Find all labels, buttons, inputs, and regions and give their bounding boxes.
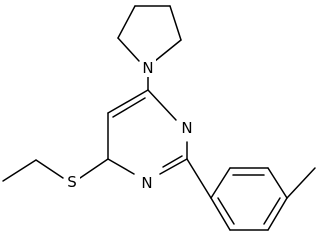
pyrrolidine-ring — [117, 5, 182, 62]
bond — [107, 89, 149, 114]
label-background — [139, 174, 155, 192]
bond-methyl — [286, 167, 316, 199]
bond — [79, 158, 109, 179]
bond — [117, 5, 136, 39]
bond — [169, 5, 182, 41]
bond-pyrimidine-to-phenyl — [186, 158, 212, 199]
pyrimidine-ring — [107, 89, 188, 175]
label-background — [140, 59, 156, 77]
atom-n-pyrrolidine: N — [142, 59, 153, 77]
bond — [159, 158, 188, 175]
bond — [267, 197, 288, 231]
bond — [154, 39, 182, 62]
bond — [267, 167, 288, 199]
atom-labels: N N N S — [64, 59, 195, 192]
label-background — [179, 119, 195, 137]
bond-double-inner — [217, 197, 235, 225]
bond — [210, 197, 231, 231]
bond — [2, 159, 37, 182]
bond-double-inner — [112, 97, 146, 118]
label-background — [64, 173, 80, 191]
bond — [147, 89, 177, 121]
atom-s-thioether: S — [67, 173, 77, 191]
bond-double-inner — [162, 155, 183, 168]
bond — [210, 167, 231, 199]
atom-n-ring-lower: N — [141, 174, 152, 192]
ethylthio-group — [2, 158, 109, 182]
tolyl-ring — [210, 167, 288, 231]
atom-n-ring-upper: N — [181, 119, 192, 137]
bond — [35, 159, 64, 179]
bond — [117, 37, 140, 62]
bond-double-inner — [263, 197, 281, 225]
bond — [107, 158, 135, 175]
